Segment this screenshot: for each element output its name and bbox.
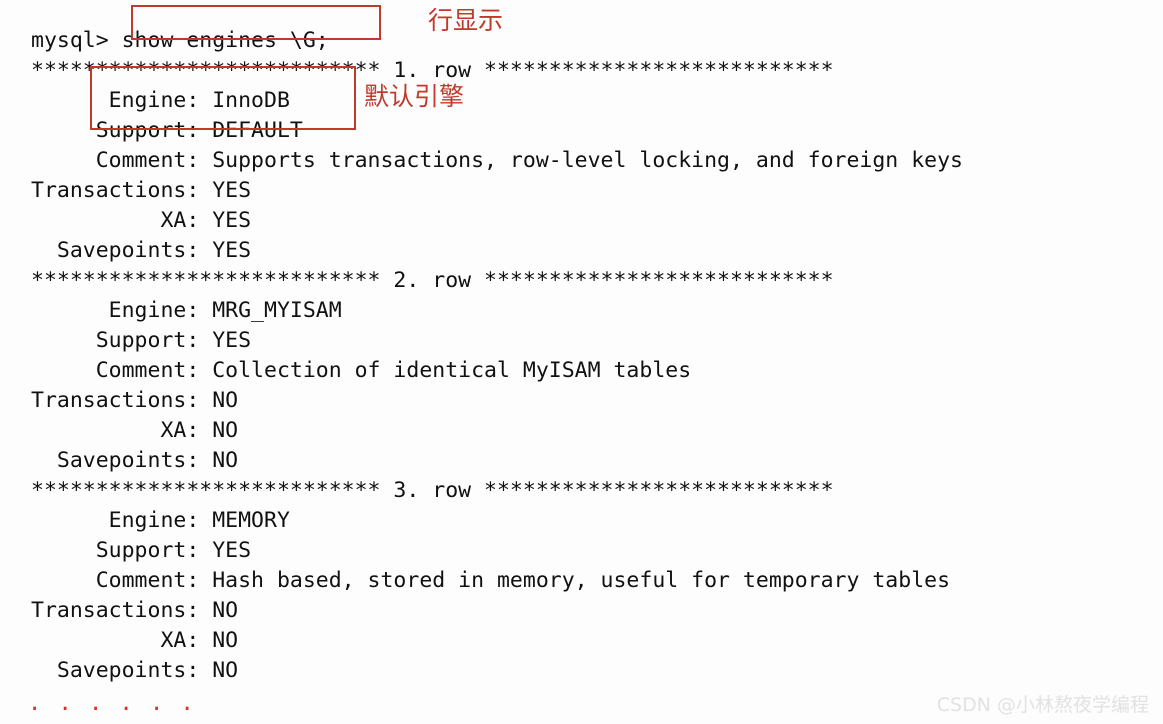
terminal-line-engine-2: Engine: MRG_MYISAM xyxy=(31,297,342,323)
truncation-ellipsis: . . . . . . xyxy=(28,691,196,716)
terminal-line-engine-3: Engine: MEMORY xyxy=(31,507,290,533)
terminal-line-savepoints-2: Savepoints: NO xyxy=(31,447,239,473)
annotation-default-engine: 默认引擎 xyxy=(364,82,465,111)
csdn-watermark: CSDN @小林熬夜学编程 xyxy=(936,694,1149,716)
terminal-line-row-separator-3: *************************** 3. row *****… xyxy=(31,477,834,503)
terminal-line-savepoints-1: Savepoints: YES xyxy=(31,237,252,263)
terminal-line-comment-2: Comment: Collection of identical MyISAM … xyxy=(31,357,692,383)
terminal-line-support-1: Support: DEFAULT xyxy=(31,117,303,143)
terminal-line-transactions-2: Transactions: NO xyxy=(31,387,239,413)
terminal-line-savepoints-3: Savepoints: NO xyxy=(31,657,239,683)
terminal-line-transactions-1: Transactions: YES xyxy=(31,177,252,203)
terminal-line-row-separator-1: *************************** 1. row *****… xyxy=(31,57,834,83)
terminal-line-comment-1: Comment: Supports transactions, row-leve… xyxy=(31,147,963,173)
annotation-row-display: 行显示 xyxy=(428,6,504,35)
terminal-line-engine-1: Engine: InnoDB xyxy=(31,87,290,113)
terminal-line-row-separator-2: *************************** 2. row *****… xyxy=(31,267,834,293)
terminal-output: mysql> show engines \G; *****************… xyxy=(31,26,963,686)
terminal-line-xa-2: XA: NO xyxy=(31,417,239,443)
terminal-line-support-3: Support: YES xyxy=(31,537,252,563)
terminal-line-xa-1: XA: YES xyxy=(31,207,252,233)
terminal-line-transactions-3: Transactions: NO xyxy=(31,597,239,623)
terminal-line-xa-3: XA: NO xyxy=(31,627,239,653)
terminal-line-comment-3: Comment: Hash based, stored in memory, u… xyxy=(31,567,951,593)
terminal-line-support-2: Support: YES xyxy=(31,327,252,353)
terminal-line-prompt: mysql> show engines \G; xyxy=(31,27,329,53)
